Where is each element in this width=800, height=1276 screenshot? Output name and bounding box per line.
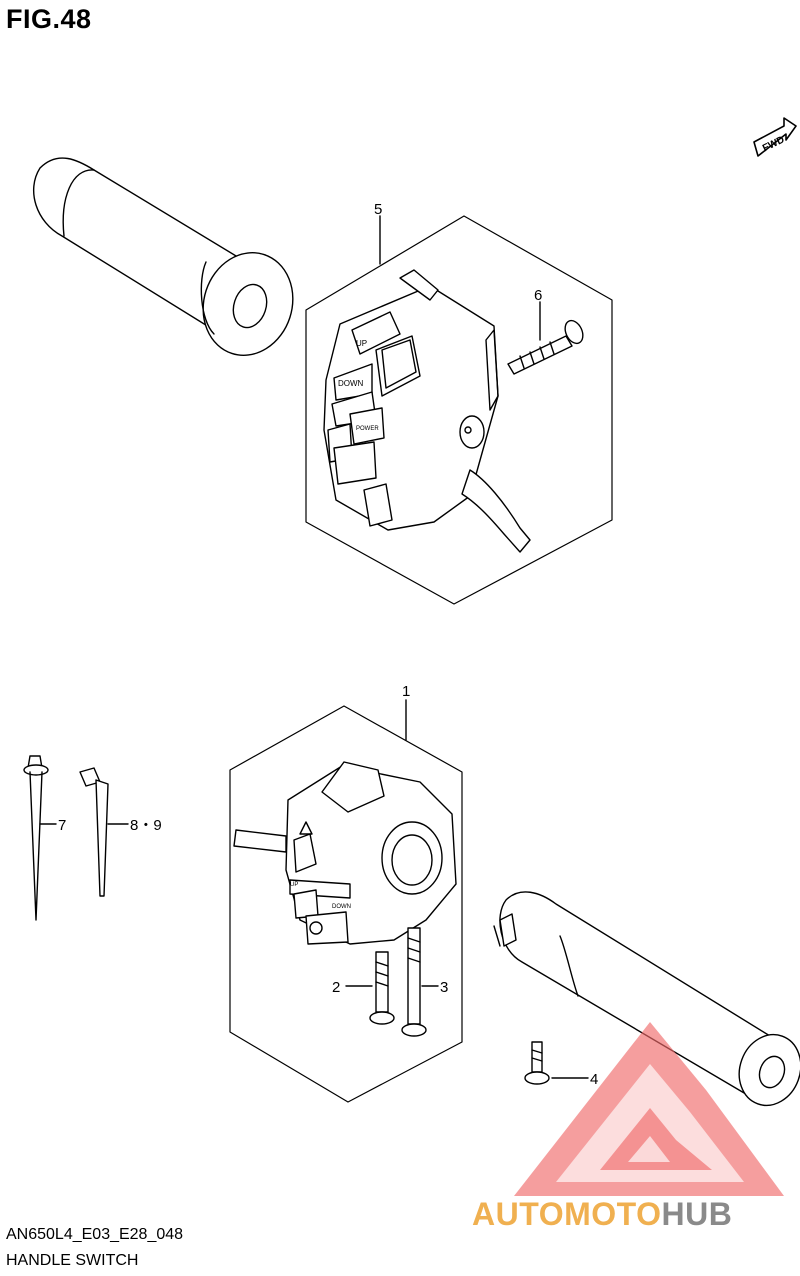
figure-title: FIG.48 [6, 4, 92, 34]
left-down-label: DOWN [332, 904, 351, 910]
left-switch-frame [229, 705, 463, 1103]
right-hand-grip [32, 157, 294, 356]
screw-6 [507, 301, 584, 375]
callout-3: 3 [440, 979, 448, 996]
cable-tie-7 [23, 755, 57, 921]
fwd-arrow-icon: FWD [753, 117, 797, 157]
down-button-label: DOWN [338, 379, 364, 388]
callout-2: 2 [332, 979, 340, 996]
callout-8-9: 8・9 [130, 817, 162, 834]
right-handlebar-switch: UP DOWN POWER [323, 269, 531, 553]
callout-1: 1 [402, 683, 410, 700]
callout-5: 5 [374, 201, 382, 218]
part-name: HANDLE SWITCH [6, 1252, 139, 1269]
watermark-part1: AUTOMOTO [472, 1196, 662, 1232]
clamp-8-9 [79, 767, 129, 897]
callout-7: 7 [58, 817, 66, 834]
up-button-label: UP [356, 339, 367, 348]
throttle-grip [493, 891, 800, 1107]
callout-6: 6 [534, 287, 542, 304]
model-code: AN650L4_E03_E28_048 [6, 1226, 184, 1243]
watermark-logo [514, 1022, 784, 1196]
watermark-part2: HUB [661, 1196, 733, 1232]
callout-4: 4 [590, 1071, 598, 1088]
left-up-label: UP [290, 882, 298, 888]
screw-3 [401, 927, 439, 1037]
left-handlebar-switch: UP DOWN [233, 761, 457, 945]
watermark-text: AUTOMOTOHUB [472, 1196, 732, 1233]
right-switch-frame [305, 215, 613, 605]
screw-2 [345, 951, 395, 1025]
power-button-label: POWER [356, 426, 379, 432]
screw-4 [524, 1041, 589, 1085]
